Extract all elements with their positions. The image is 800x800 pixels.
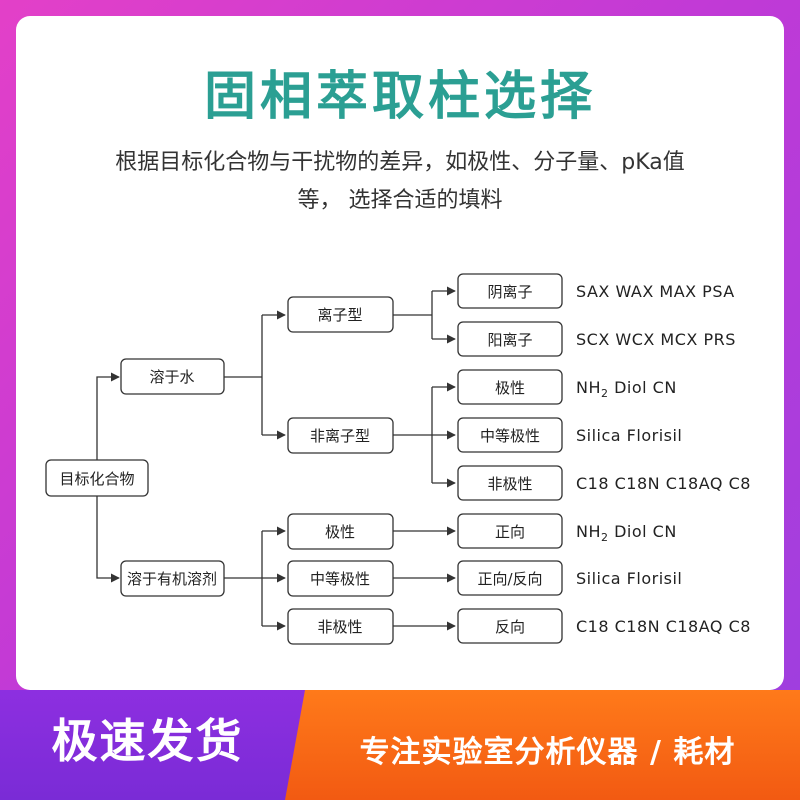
node-org-mid: 中等极性 <box>310 570 370 588</box>
node-normal: 正向 <box>495 523 525 541</box>
node-org-nonpolar: 非极性 <box>317 618 362 636</box>
node-nonpolar-box <box>457 465 563 501</box>
node-polar-box <box>457 369 563 405</box>
node-nonionic: 非离子型 <box>310 427 370 445</box>
node-nonionic-box <box>287 417 394 454</box>
page-subtitle: 根据目标化合物与干扰物的差异，如极性、分子量、pKa值 等， 选择合适的填料 <box>40 144 760 220</box>
label-anion-sorbents: SAX WAX MAX PSA <box>576 282 735 301</box>
label-org-nonpolar-sorbents: C18 C18N C18AQ C8 <box>576 617 751 636</box>
node-reverse-box <box>457 608 563 644</box>
node-reverse: 反向 <box>495 618 525 636</box>
node-normal-box <box>457 513 563 549</box>
node-polar: 极性 <box>495 379 525 397</box>
tagline-banner <box>285 690 800 800</box>
label-mid-sorbents: Silica Florisil <box>576 426 682 445</box>
node-normal-reverse: 正向/反向 <box>477 570 542 588</box>
node-mid-polar-box <box>457 417 563 453</box>
node-org-polar: 极性 <box>325 523 355 541</box>
node-anion: 阴离子 <box>487 283 532 301</box>
subtitle-line-1: 根据目标化合物与干扰物的差异，如极性、分子量、pKa值 <box>115 150 685 175</box>
node-org-nonpolar-box <box>287 608 394 645</box>
node-org-polar-box <box>287 513 394 550</box>
node-organic: 溶于有机溶剂 <box>127 570 217 588</box>
node-root-box <box>45 459 149 497</box>
fast-shipping-text: 极速发货 <box>51 714 244 768</box>
label-org-polar-sorbents: NH2 Diol CN <box>576 522 677 544</box>
node-ionic: 离子型 <box>317 306 362 324</box>
page-title: 固相萃取柱选择 <box>203 67 596 127</box>
node-org-mid-box <box>287 560 394 597</box>
node-cation: 阳离子 <box>487 331 532 349</box>
node-anion-box <box>457 273 563 309</box>
node-cation-box <box>457 321 563 357</box>
node-water-box <box>120 358 225 395</box>
node-organic-box <box>120 560 225 597</box>
node-nonpolar: 非极性 <box>487 475 532 493</box>
label-nonpolar-sorbents: C18 C18N C18AQ C8 <box>576 474 751 493</box>
label-org-mid-sorbents: Silica Florisil <box>576 569 682 588</box>
fast-shipping-banner <box>0 690 305 800</box>
label-cation-sorbents: SCX WCX MCX PRS <box>576 330 736 349</box>
node-root: 目标化合物 <box>59 470 134 488</box>
connector-lines <box>96 286 456 631</box>
node-normal-reverse-box <box>457 560 563 596</box>
label-polar-sorbents: NH2 Diol CN <box>576 378 677 400</box>
node-ionic-box <box>287 296 394 333</box>
tagline-text: 专注实验室分析仪器 / 耗材 <box>359 735 736 770</box>
node-water: 溶于水 <box>149 368 194 386</box>
node-mid-polar: 中等极性 <box>480 427 540 445</box>
subtitle-line-2: 等， 选择合适的填料 <box>297 188 503 213</box>
